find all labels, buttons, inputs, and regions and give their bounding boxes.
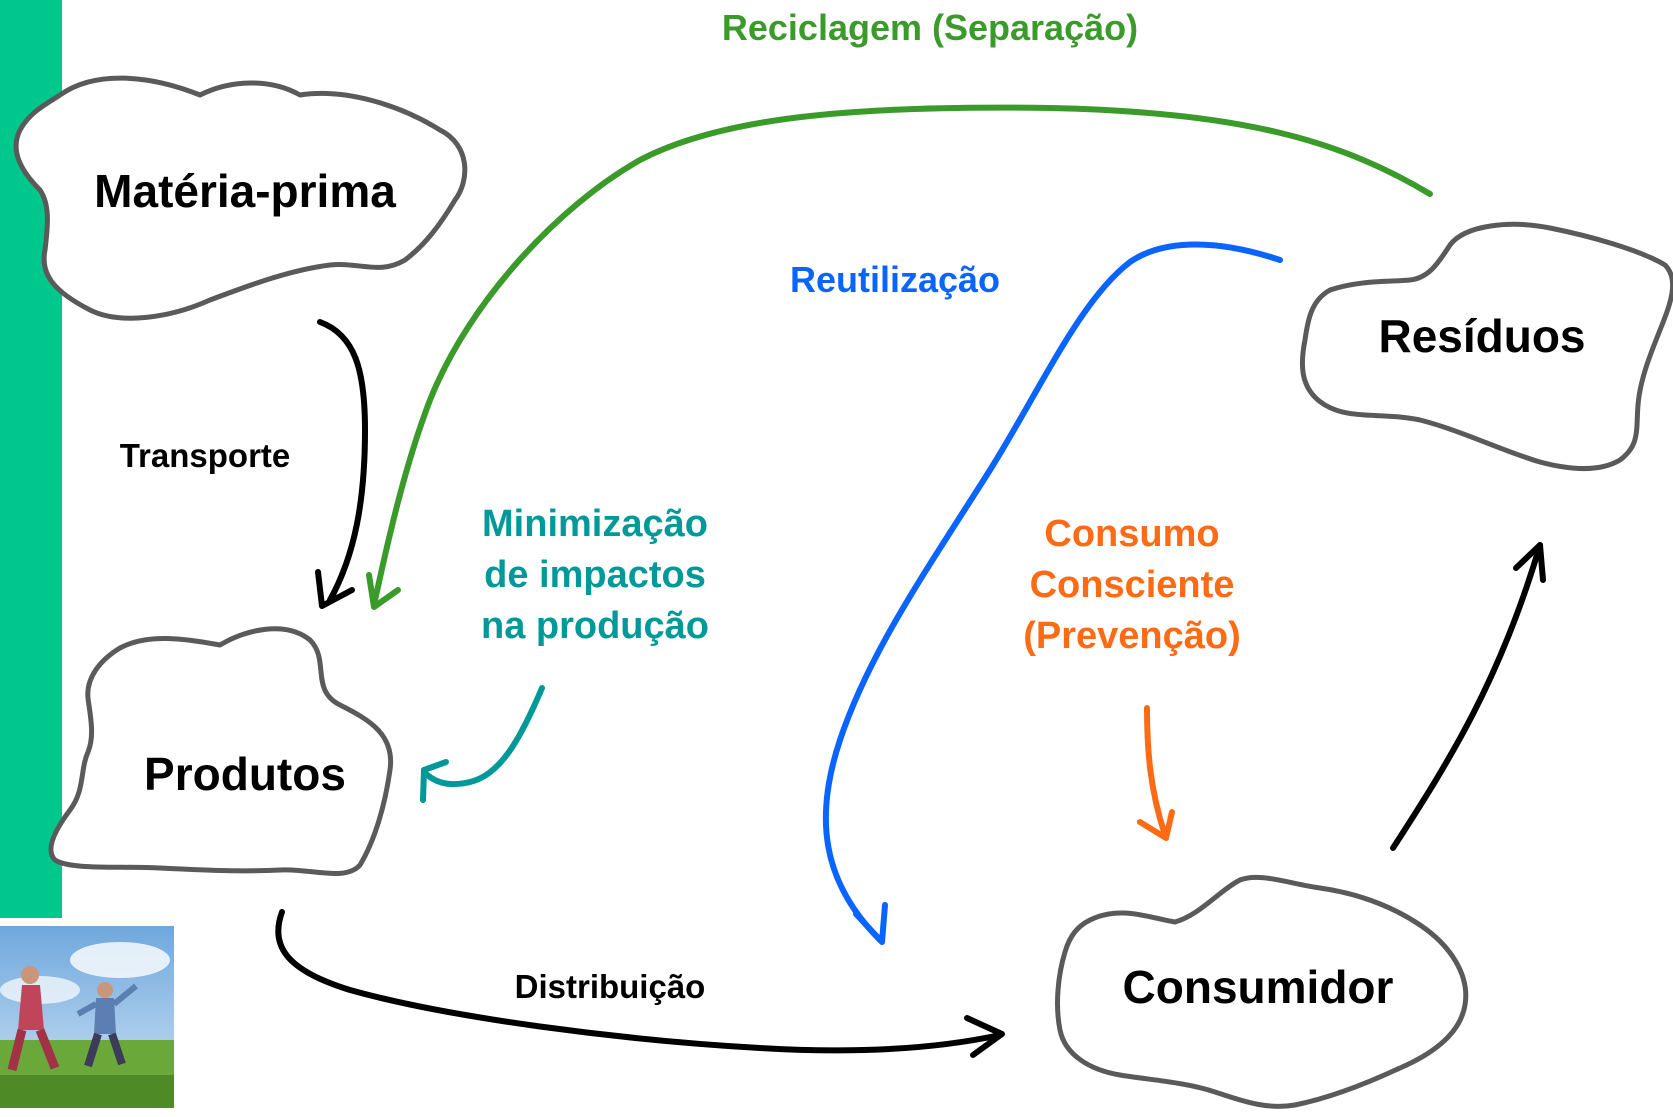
distribution-label: Distribuição [515, 968, 706, 1005]
waste-label: Resíduos [1378, 310, 1585, 362]
reuse-arrow [822, 241, 1283, 945]
products-label: Produtos [144, 748, 346, 800]
reuse-label: Reutilização [790, 259, 1000, 300]
minimization-arrow [420, 685, 545, 803]
conscious-consumption-line-1: Consumo [1044, 513, 1219, 555]
node-waste: Resíduos [1299, 221, 1673, 471]
transport-label: Transporte [120, 437, 291, 474]
minimization-label: Minimização de impactos na produção [481, 503, 709, 647]
consumer-label: Consumidor [1123, 961, 1394, 1013]
recycling-arrow [366, 104, 1433, 610]
node-products: Produtos [48, 626, 394, 877]
conscious-consumption-arrow [1137, 705, 1175, 841]
photo-thumbnail [0, 926, 174, 1108]
node-consumer: Consumidor [1055, 874, 1469, 1109]
distribution-arrow [275, 909, 1005, 1058]
recycling-label: Reciclagem (Separação) [722, 7, 1138, 48]
minimization-label-line-2: de impactos [484, 554, 706, 596]
minimization-label-line-3: na produção [481, 605, 709, 647]
raw-material-label: Matéria-prima [94, 165, 396, 217]
consumer-to-waste-arrow [1390, 542, 1546, 851]
minimization-label-line-1: Minimização [482, 503, 708, 545]
transport-arrow [315, 319, 368, 609]
conscious-consumption-line-2: Consciente [1030, 564, 1235, 606]
conscious-consumption-line-3: (Prevenção) [1023, 615, 1241, 657]
node-raw-material: Matéria-prima [13, 75, 468, 321]
conscious-consumption-label: Consumo Consciente (Prevenção) [1023, 513, 1241, 657]
